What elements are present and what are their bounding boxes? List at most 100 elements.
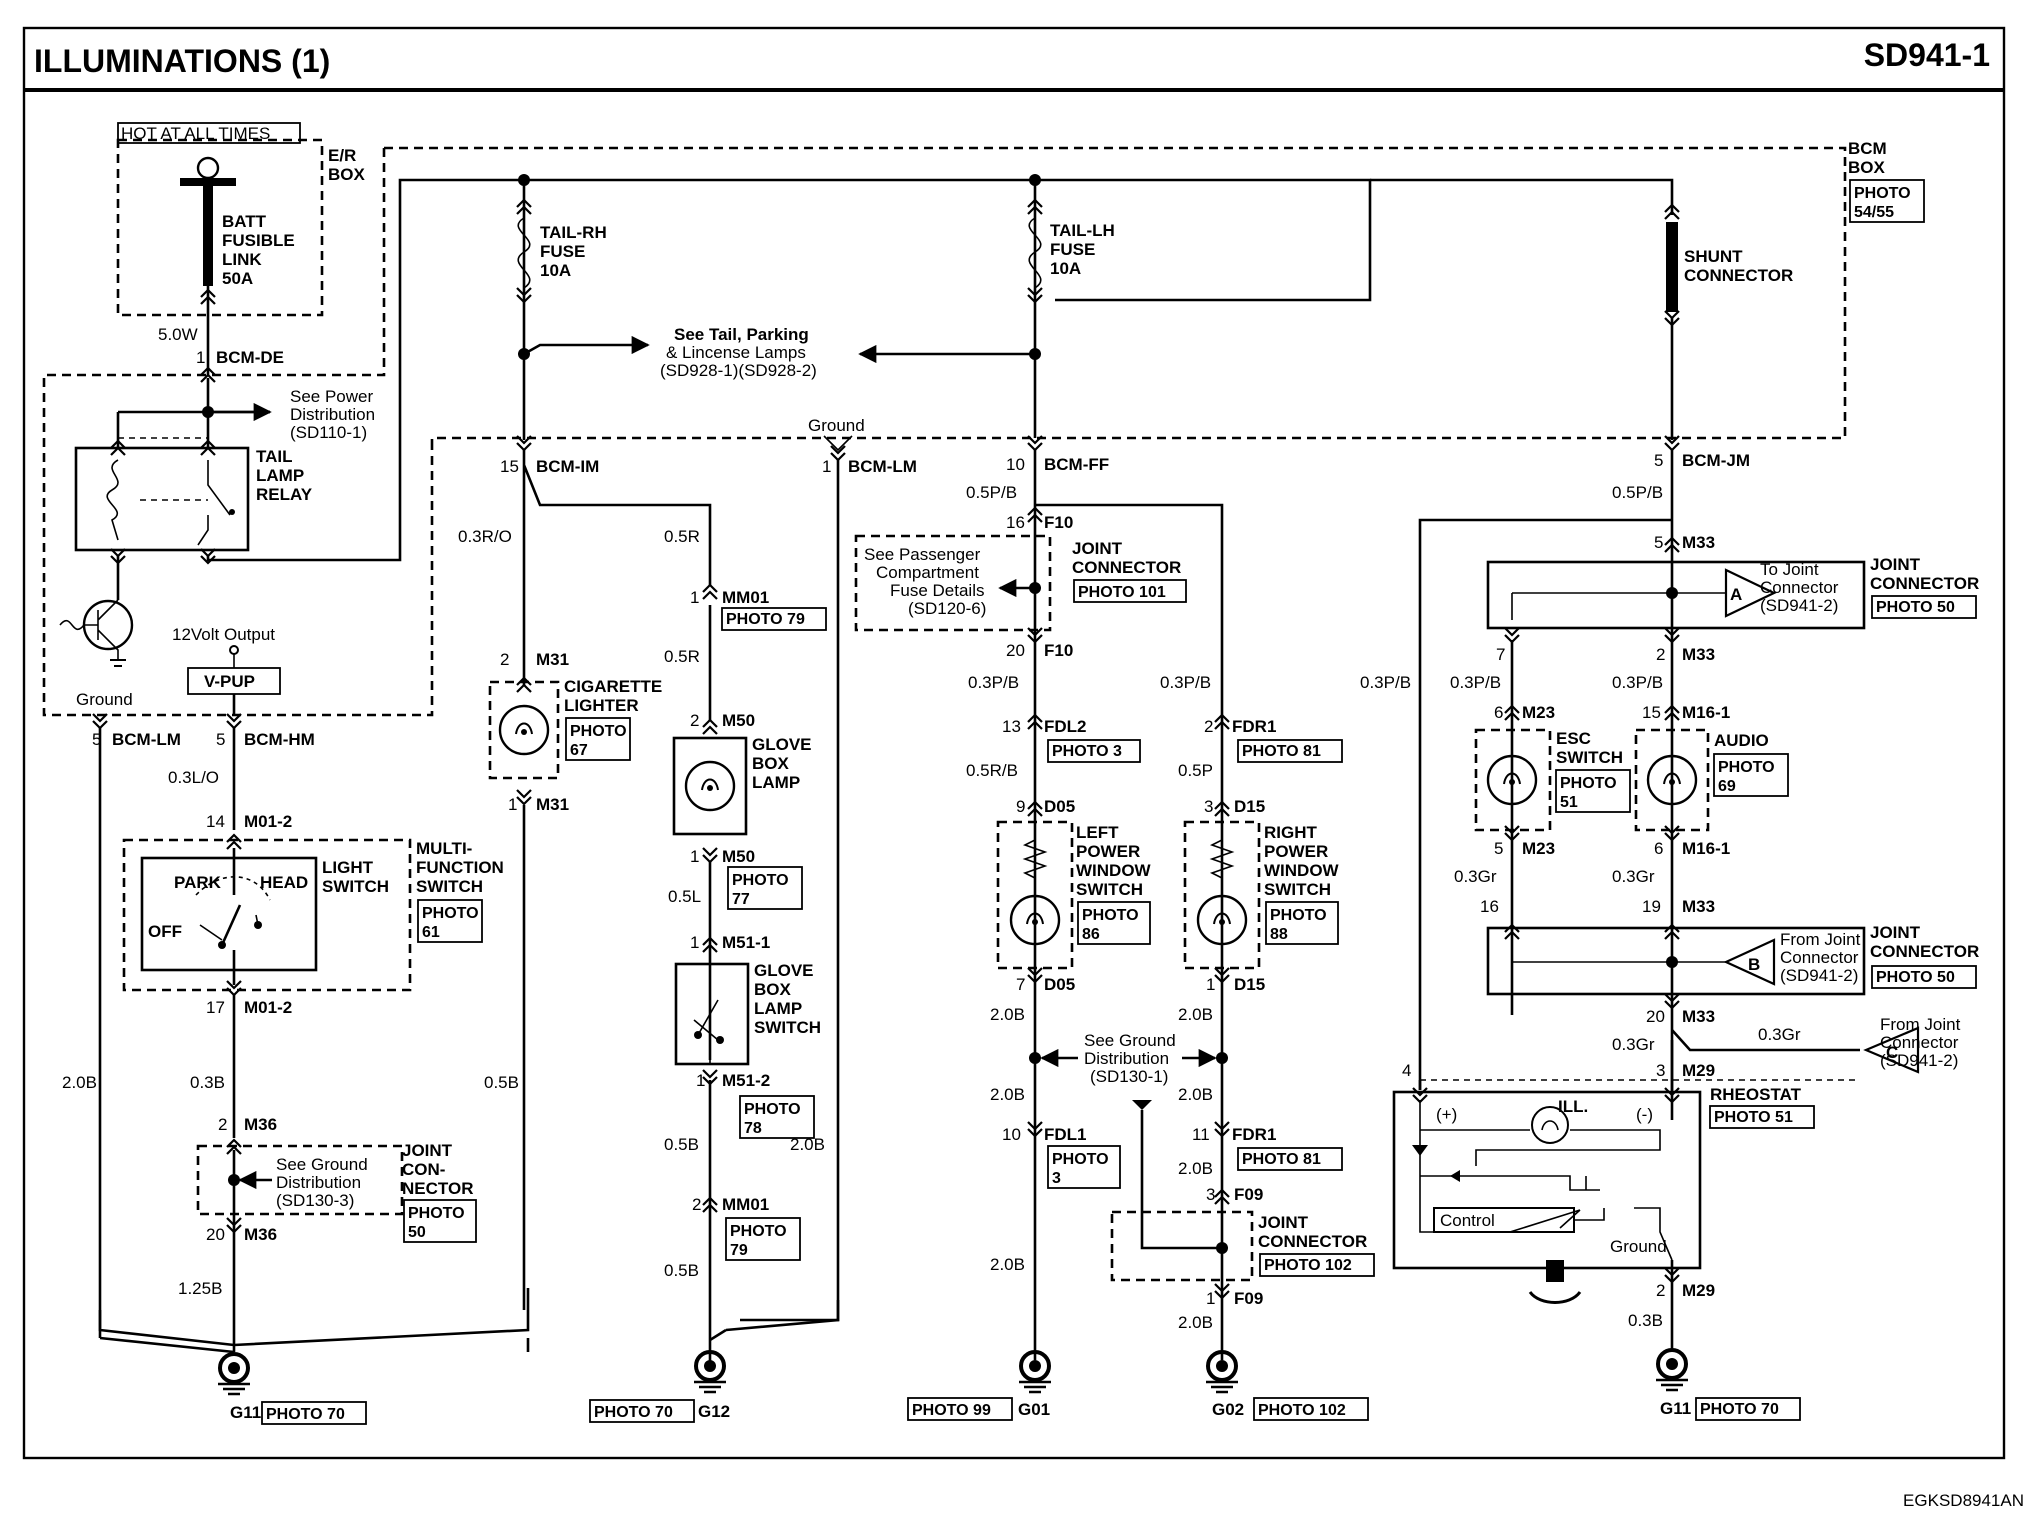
pin2-m31: 2 [500,650,509,669]
m51-2: M51-2 [722,1071,770,1090]
bcm-ff: BCM-FF [1044,455,1109,474]
left-power-window-switch-box [996,820,1074,970]
w-05r-a: 0.5R [664,527,700,546]
pin5b: 5 [216,730,225,749]
wire-03lo: 0.3L/O [168,768,219,787]
park: PARK [174,873,222,892]
joint-connector-d-box [1486,560,1866,630]
pin9: 9 [1016,797,1025,816]
audio: AUDIO [1714,731,1769,750]
photo-81-b-box [1237,1147,1343,1171]
rheostat-knob-icon [1528,1260,1582,1304]
photo81-a: PHOTO 81 [1242,743,1321,760]
er-box [116,138,324,317]
m50-top: M50 [722,711,755,730]
er-box-label-2: BOX [328,165,366,184]
minus: (-) [1636,1105,1653,1124]
off: OFF [148,922,182,941]
photo-51-1: PHOTO [1560,775,1617,792]
from-joint-1: From Joint [1780,930,1861,949]
see-ground-distribution-a-3: (SD130-3) [276,1191,354,1210]
photo-61-2: 61 [422,924,440,941]
cigarette-lighter-icon [498,704,550,756]
glove-box-lamp-box [672,736,748,836]
plus: (+) [1436,1105,1457,1124]
jc-a-1: JOINT [402,1141,453,1160]
jc-b-2: CONNECTOR [1072,558,1181,577]
photo51-r: PHOTO 51 [1714,1109,1793,1126]
er-box-label: E/R [328,146,356,165]
photo-70-left-box [261,1401,367,1425]
m31-bot: M31 [536,795,569,814]
w-03b-right: 0.3B [1628,1311,1663,1330]
pin15-m161: 15 [1642,703,1661,722]
fdl1: FDL1 [1044,1125,1087,1144]
w-20b-a: 2.0B [990,1005,1025,1024]
photo50-e: PHOTO 50 [1876,969,1955,986]
rpw-3: WINDOW [1264,861,1340,880]
photo5455-1: PHOTO [1854,185,1911,202]
twelve-volt-output: 12Volt Output [172,625,275,644]
ill-lamp-icon [1531,1106,1569,1144]
lpw-2: POWER [1076,842,1140,861]
photo70-mid: PHOTO 70 [594,1404,673,1421]
multi-function-switch-label-3: SWITCH [416,877,483,896]
control: Control [1440,1211,1495,1230]
conn-b: B [1748,955,1760,974]
photo79-a: PHOTO 79 [726,611,805,628]
bcm-hm: BCM-HM [244,730,315,749]
relay-contact-icon [197,460,231,546]
w-03ro: 0.3R/O [458,527,512,546]
photo-88-box [1265,901,1339,945]
ground-g11-left-icon [216,1352,252,1396]
photo-50-a-box [403,1199,477,1243]
w-05pb-a: 0.5P/B [966,483,1017,502]
conn-a: A [1730,585,1742,604]
pin5-m33: 5 [1654,533,1663,552]
d15-bot: D15 [1234,975,1265,994]
w-05p: 0.5P [1178,761,1213,780]
light-switch-section: 5 BCM-LM 5 BCM-HM 0.3L/O 14 M01-2 PARK H… [62,712,530,1425]
photo-102-b-box [1253,1397,1369,1421]
connector-b-icon [1723,938,1776,986]
bcm-lm-mid: BCM-LM [848,457,917,476]
d05-top: D05 [1044,797,1075,816]
w-03pb-d: 0.3P/B [1450,673,1501,692]
m31-top: M31 [536,650,569,669]
multi-function-switch-label: MULTI- [416,839,472,858]
photo81-b: PHOTO 81 [1242,1151,1321,1168]
photo-70-mid-box [589,1399,695,1423]
m36-bot: M36 [244,1225,277,1244]
f10-bot: F10 [1044,641,1073,660]
photo-69-box [1713,753,1789,797]
fusible-link-icon [180,156,236,286]
shunt-2: CONNECTOR [1684,266,1793,285]
m29-top: M29 [1682,1061,1715,1080]
photo-79-b-box [725,1217,801,1261]
photo-67-1: PHOTO [570,723,627,740]
photo-50a-2: 50 [408,1224,426,1241]
pin7-m33: 7 [1496,645,1505,664]
g12: G12 [698,1402,730,1421]
pin1-d15: 1 [1206,975,1215,994]
tail-rh-fuse-icon [517,217,531,289]
photo102-b: PHOTO 102 [1258,1402,1346,1419]
see-power-distribution-2: Distribution [290,405,375,424]
pin1-mm01: 1 [690,588,699,607]
photo-5455-box [1849,179,1925,223]
photo-78-box [739,1095,815,1139]
photo-88-1: PHOTO [1270,907,1327,924]
photo102-a: PHOTO 102 [1264,1257,1352,1274]
tail-lamp-relay-box [74,446,250,552]
photo-51-r-box [1709,1105,1815,1129]
jc-e-2: CONNECTOR [1870,942,1979,961]
see-tail-parking-lamps: See Tail, Parking [674,325,809,344]
jc-a-2: CON- [402,1160,445,1179]
jc-c-1: JOINT [1258,1213,1309,1232]
photo-77-box [727,866,803,910]
tail-lh-fuse-icon [1028,217,1042,289]
tail-lh-section: TAIL-LH FUSE 10A 10 BCM-FF 0.5P/B 16 F10… [854,174,1375,1421]
m01-2-bot: M01-2 [244,998,292,1017]
hot-at-all-times-label: HOT AT ALL TIMES [121,124,270,143]
